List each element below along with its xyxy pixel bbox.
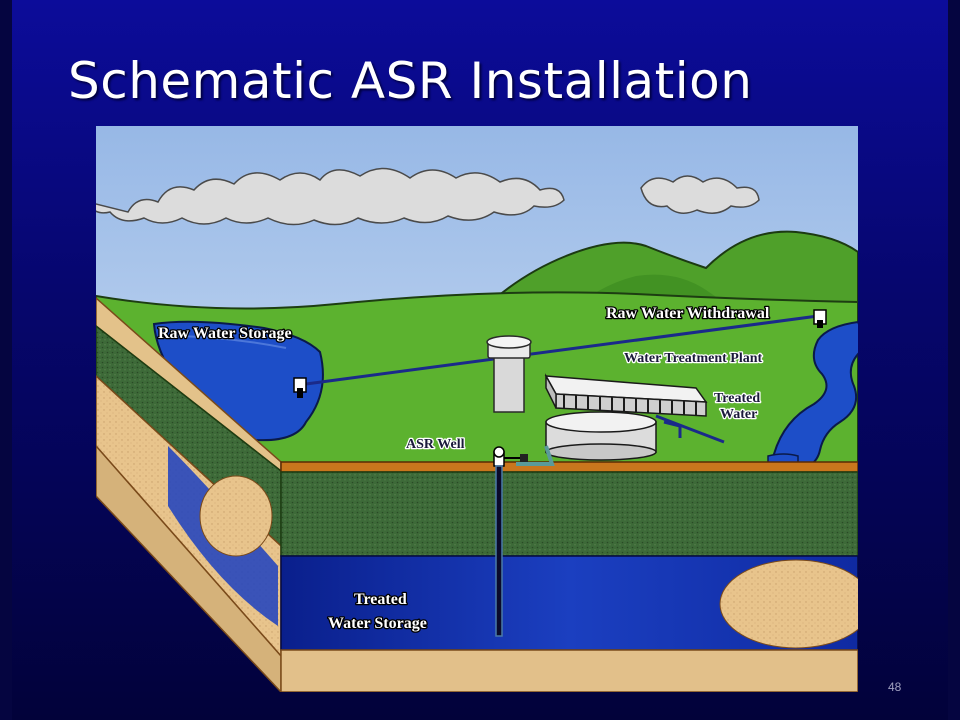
- slide-right-edge: [948, 0, 960, 720]
- slide-left-edge: [0, 0, 12, 720]
- water-treatment-plant: [544, 373, 708, 417]
- label-treated-water-storage-line1: Treated: [354, 591, 407, 608]
- label-treated-water-line1: Treated: [714, 391, 760, 406]
- confining-layer: [280, 471, 858, 557]
- asr-schematic-diagram: Raw Water Storage Raw Water Withdrawal W…: [96, 126, 858, 692]
- water-tower: [486, 335, 532, 413]
- clouds: [96, 167, 760, 226]
- cross-section: [96, 296, 858, 692]
- slide-title: Schematic ASR Installation: [68, 52, 753, 110]
- label-treated-water-storage-line2: Water Storage: [328, 615, 427, 632]
- page-number: 48: [888, 680, 902, 694]
- river-intake: [813, 309, 827, 328]
- tank-to-well-pipe: [516, 445, 555, 466]
- label-treated-water-line2: Water: [720, 407, 757, 422]
- label-water-treatment-plant: Water Treatment Plant: [624, 351, 762, 366]
- label-raw-water-storage: Raw Water Storage: [158, 325, 292, 342]
- pipelines: [305, 314, 819, 444]
- raw-water-intake: [293, 377, 307, 398]
- label-raw-water-withdrawal: Raw Water Withdrawal: [606, 305, 770, 322]
- asr-well: [493, 446, 528, 637]
- treated-water-tank: [545, 411, 657, 461]
- label-asr-well: ASR Well: [406, 437, 465, 452]
